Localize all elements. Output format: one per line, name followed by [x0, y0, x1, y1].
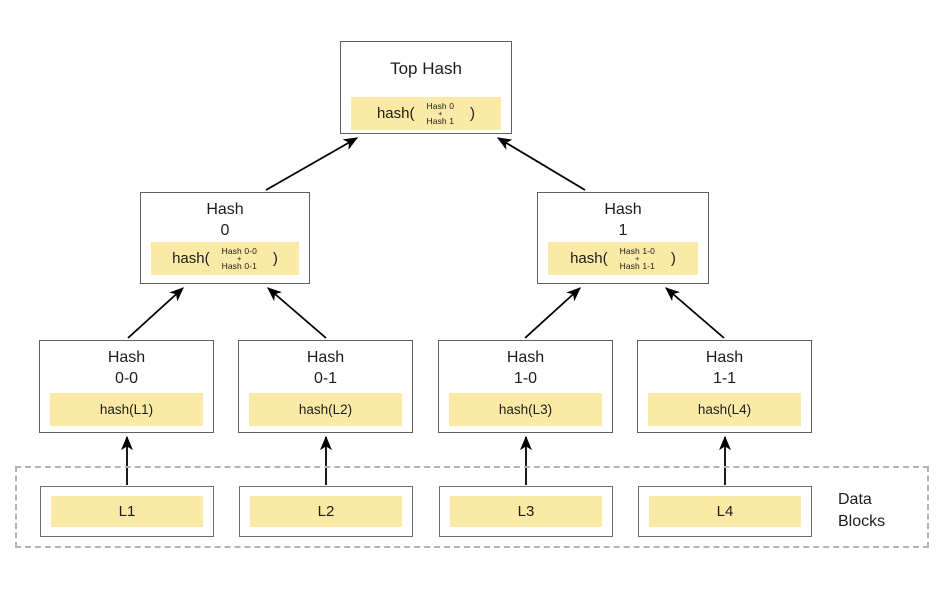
- hash-fn-arg2: Hash 1-1: [619, 260, 655, 271]
- block-l2: L2: [239, 486, 413, 537]
- node-hash-1-0-formula: hash(L3): [449, 393, 602, 426]
- plus-sign: +: [438, 108, 443, 118]
- arrow-hash-0-0-to-hash-0: [127, 287, 184, 339]
- hash-fn-open: hash(: [376, 105, 415, 122]
- hash-fn-close: ): [670, 250, 676, 267]
- hash-fn-args: Hash 0 + Hash 1: [426, 100, 455, 126]
- hash-fn-arg2: Hash 1: [426, 115, 455, 126]
- plus-sign: +: [635, 253, 640, 263]
- node-hash-0-1-formula: hash(L2): [249, 393, 402, 426]
- node-hash-1-1-formula: hash(L4): [648, 393, 801, 426]
- block-l1: L1: [40, 486, 214, 537]
- arrow-hash-1-to-top-hash: [496, 137, 586, 191]
- node-hash-1-formula: hash( Hash 1-0 + Hash 1-1 ): [548, 242, 698, 275]
- hash-fn-arg1: Hash 0: [426, 100, 455, 111]
- block-l1-label: L1: [51, 496, 203, 527]
- data-blocks-region: [15, 466, 929, 548]
- block-l4-label: L4: [649, 496, 801, 527]
- hash-fn-args: Hash 1-0 + Hash 1-1: [619, 245, 655, 271]
- arrow-hash-0-1-to-hash-0: [267, 287, 327, 339]
- hash-fn-args: Hash 0-0 + Hash 0-1: [221, 245, 257, 271]
- hash-fn-open: hash(: [570, 250, 608, 267]
- block-l2-label: L2: [250, 496, 402, 527]
- arrow-hash-1-0-to-hash-1: [524, 287, 581, 339]
- arrow-hash-0-to-top-hash: [265, 137, 359, 191]
- node-hash-0-0-formula: hash(L1): [50, 393, 203, 426]
- hash-fn-open: hash(: [172, 250, 210, 267]
- block-l3-label: L3: [450, 496, 602, 527]
- node-top-hash-formula: hash( Hash 0 + Hash 1 ): [351, 97, 501, 130]
- node-hash-0-formula: hash( Hash 0-0 + Hash 0-1 ): [151, 242, 299, 275]
- node-top-hash-title: Top Hash: [390, 59, 462, 78]
- block-l4: L4: [638, 486, 812, 537]
- hash-fn-close: ): [272, 250, 278, 267]
- hash-fn-arg1: Hash 0-0: [221, 245, 257, 256]
- hash-fn-arg2: Hash 0-1: [221, 260, 257, 271]
- hash-fn-arg1: Hash 1-0: [619, 245, 655, 256]
- arrow-hash-1-1-to-hash-1: [665, 287, 725, 339]
- node-top-hash: Top Hash hash( Hash 0 + Hash 1 ): [340, 41, 512, 134]
- block-l3: L3: [439, 486, 613, 537]
- plus-sign: +: [237, 253, 242, 263]
- hash-fn-close: ): [470, 105, 476, 122]
